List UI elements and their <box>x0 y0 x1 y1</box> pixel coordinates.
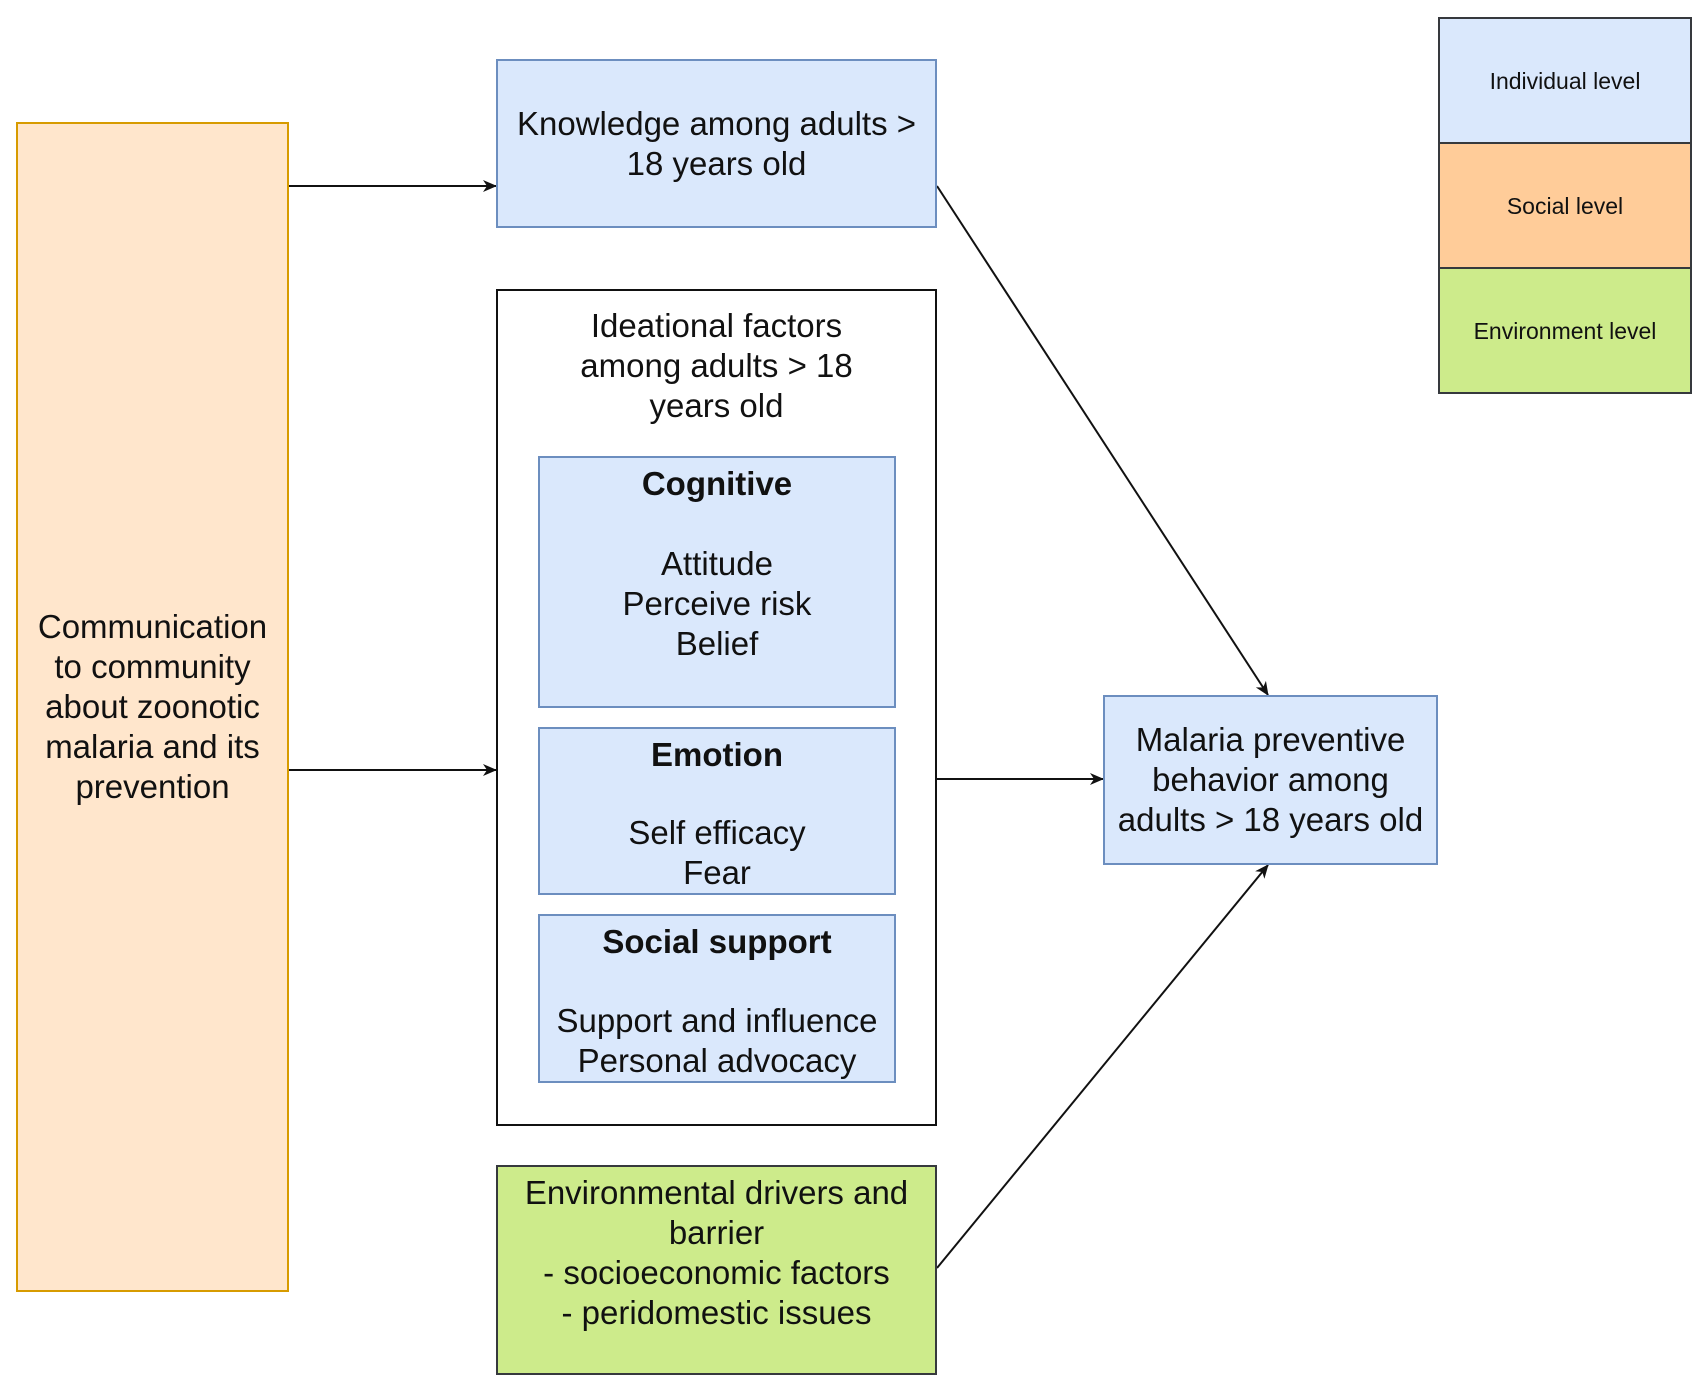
communication-line-3: about zoonotic <box>45 688 260 725</box>
outcome-line-2: behavior among <box>1152 761 1389 798</box>
social-support-item-influence: Support and influence <box>556 1002 878 1039</box>
environmental-drivers-box: Environmental drivers and barrier - soci… <box>496 1165 937 1375</box>
ideational-title-line-3: years old <box>649 387 784 424</box>
legend-social-level: Social level <box>1438 142 1692 269</box>
social-support-item-advocacy: Personal advocacy <box>577 1042 857 1079</box>
environment-line-3: - socioeconomic factors <box>543 1254 890 1291</box>
communication-line-2: to community <box>54 648 251 685</box>
knowledge-box: Knowledge among adults > 18 years old <box>496 59 937 228</box>
outcome-line-1: Malaria preventive <box>1135 721 1406 758</box>
legend-social-label: Social level <box>1506 192 1624 219</box>
ideational-title-line-1: Ideational factors <box>590 307 843 344</box>
malaria-preventive-behavior-box: Malaria preventive behavior among adults… <box>1103 695 1438 865</box>
legend-environment-level: Environment level <box>1438 267 1692 394</box>
communication-line-4: malaria and its <box>45 728 260 765</box>
environment-line-2: barrier <box>668 1214 765 1251</box>
emotion-title: Emotion <box>651 736 783 773</box>
cognitive-item-attitude: Attitude <box>661 545 773 582</box>
outcome-line-3: adults > 18 years old <box>1117 801 1424 838</box>
arrow-knowledge-to-outcome <box>936 185 1269 696</box>
ideational-title-line-2: among adults > 18 <box>580 347 853 384</box>
legend-individual-label: Individual level <box>1489 67 1641 94</box>
legend-environment-label: Environment level <box>1473 317 1657 344</box>
environment-line-4: - peridomestic issues <box>561 1294 872 1331</box>
social-support-box: Social support Support and influence Per… <box>538 914 896 1083</box>
communication-line-5: prevention <box>75 768 230 805</box>
arrow-environment-to-outcome <box>936 864 1269 1269</box>
legend-individual-level: Individual level <box>1438 17 1692 144</box>
environment-line-1: Environmental drivers and <box>524 1174 909 1211</box>
cognitive-item-belief: Belief <box>675 625 759 662</box>
communication-box: Communication to community about zoonoti… <box>16 122 289 1292</box>
social-support-title: Social support <box>602 923 832 960</box>
cognitive-title: Cognitive <box>641 465 793 502</box>
emotion-box: Emotion Self efficacy Fear <box>538 727 896 895</box>
emotion-item-self-efficacy: Self efficacy <box>628 814 806 851</box>
cognitive-box: Cognitive Attitude Perceive risk Belief <box>538 456 896 708</box>
emotion-item-fear: Fear <box>683 854 751 891</box>
communication-line-1: Communication <box>37 608 268 645</box>
knowledge-line-1: Knowledge among adults > <box>516 104 917 142</box>
cognitive-item-perceive-risk: Perceive risk <box>622 585 812 622</box>
knowledge-line-2: 18 years old <box>626 144 807 182</box>
